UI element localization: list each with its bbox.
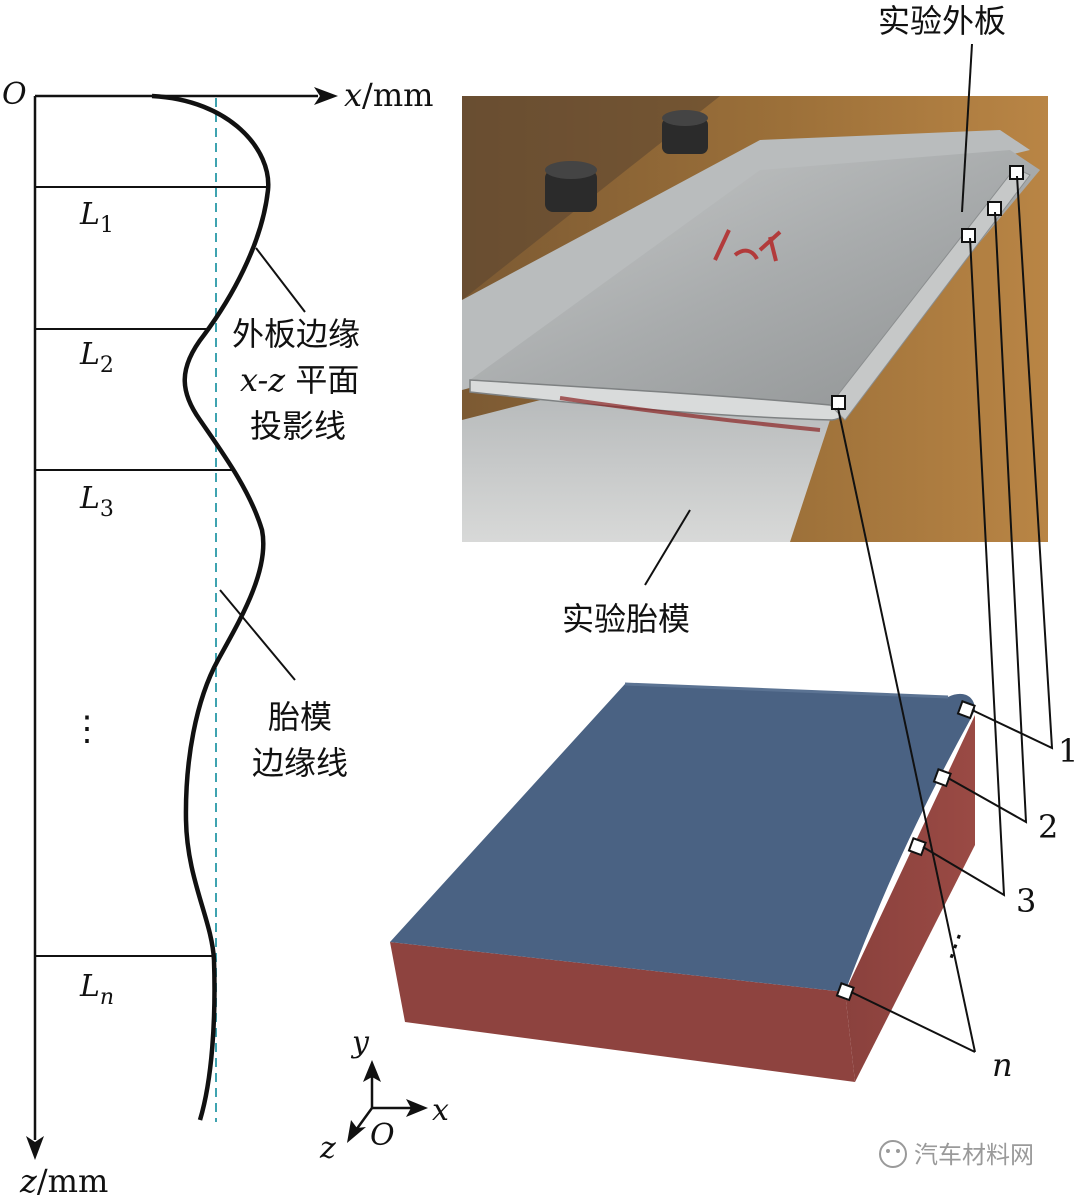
die-edge-label-1: 胎模 <box>268 698 332 736</box>
segment-label-3: L3 <box>79 481 114 522</box>
photo-outer-panel <box>470 150 1040 410</box>
outer-edge-leader <box>255 247 306 313</box>
leader-2 <box>947 211 1028 824</box>
left-profile-diagram: O x/mm z/mm L1 L2 L3 Ln ⋮ 外板边缘 x-z 平面 投影… <box>2 76 434 1200</box>
triad-z-arrow <box>347 1120 366 1143</box>
die-edge-leader <box>219 589 296 681</box>
photo-panel-leader <box>961 43 973 213</box>
outer-edge-label-1: 外板边缘 <box>232 315 360 353</box>
outer-edge-label-2: x-z 平面 <box>240 361 359 399</box>
triad-y-arrow <box>363 1060 381 1082</box>
photo-panel-label: 实验外板 <box>878 2 1006 40</box>
leader-3 <box>922 237 1006 897</box>
experiment-photo <box>462 96 1048 542</box>
watermark-icon <box>879 1140 907 1168</box>
photo-bolt-2 <box>662 110 708 154</box>
model-marker-2 <box>932 768 952 788</box>
origin-label: O <box>2 77 27 112</box>
marker-label-3: 3 <box>1016 882 1036 920</box>
photo-bolt-1 <box>545 161 597 212</box>
die-front-face <box>390 942 855 1082</box>
segment-label-n: Ln <box>79 969 114 1010</box>
photo-marker-3 <box>961 228 976 243</box>
triad-x-arrow <box>406 1099 428 1117</box>
watermark: 汽车材料网 <box>879 1140 1034 1169</box>
segment-label-1: L1 <box>79 197 114 238</box>
die-3d-model: ⋮ <box>390 682 976 1082</box>
coordinate-triad: y x z O <box>319 1025 449 1166</box>
watermark-text: 汽车材料网 <box>914 1141 1034 1169</box>
leader-n-model <box>850 991 976 1053</box>
marker-label-n: n <box>992 1046 1013 1084</box>
leader-n-photo <box>837 407 976 1053</box>
triad-z-label: z <box>319 1131 336 1166</box>
photo-die-face <box>462 395 830 542</box>
outer-edge-label-3: 投影线 <box>250 407 346 445</box>
triad-y-label: y <box>350 1025 370 1060</box>
photo-marker-n <box>831 395 846 410</box>
photo-red-mark <box>559 396 821 432</box>
die-right-face <box>845 715 975 1082</box>
z-axis-label: z/mm <box>19 1162 108 1200</box>
segment-label-2: L2 <box>79 337 114 378</box>
marker-label-1: 1 <box>1058 732 1078 770</box>
x-axis-arrow <box>314 87 338 105</box>
photo-handwriting <box>713 229 782 262</box>
model-marker-3 <box>907 837 927 857</box>
triad-origin-label: O <box>370 1118 395 1153</box>
model-marker-n <box>835 982 855 1002</box>
triad-x-label: x <box>432 1093 449 1128</box>
marker-label-2: 2 <box>1038 808 1058 846</box>
die-top-face <box>390 684 975 992</box>
marker-leaders <box>837 175 1054 1053</box>
die-edge-label-2: 边缘线 <box>252 744 348 782</box>
outer-panel-edge-curve <box>151 93 271 1121</box>
photo-die-label: 实验胎模 <box>562 600 690 638</box>
segment-ellipsis: ⋮ <box>70 709 104 749</box>
leader-1 <box>971 175 1054 750</box>
x-axis-label: x/mm <box>344 76 434 114</box>
photo-die-leader <box>644 509 691 586</box>
model-marker-1 <box>956 700 976 720</box>
die-edge-highlight <box>624 682 949 699</box>
z-axis-arrow <box>26 1136 44 1160</box>
